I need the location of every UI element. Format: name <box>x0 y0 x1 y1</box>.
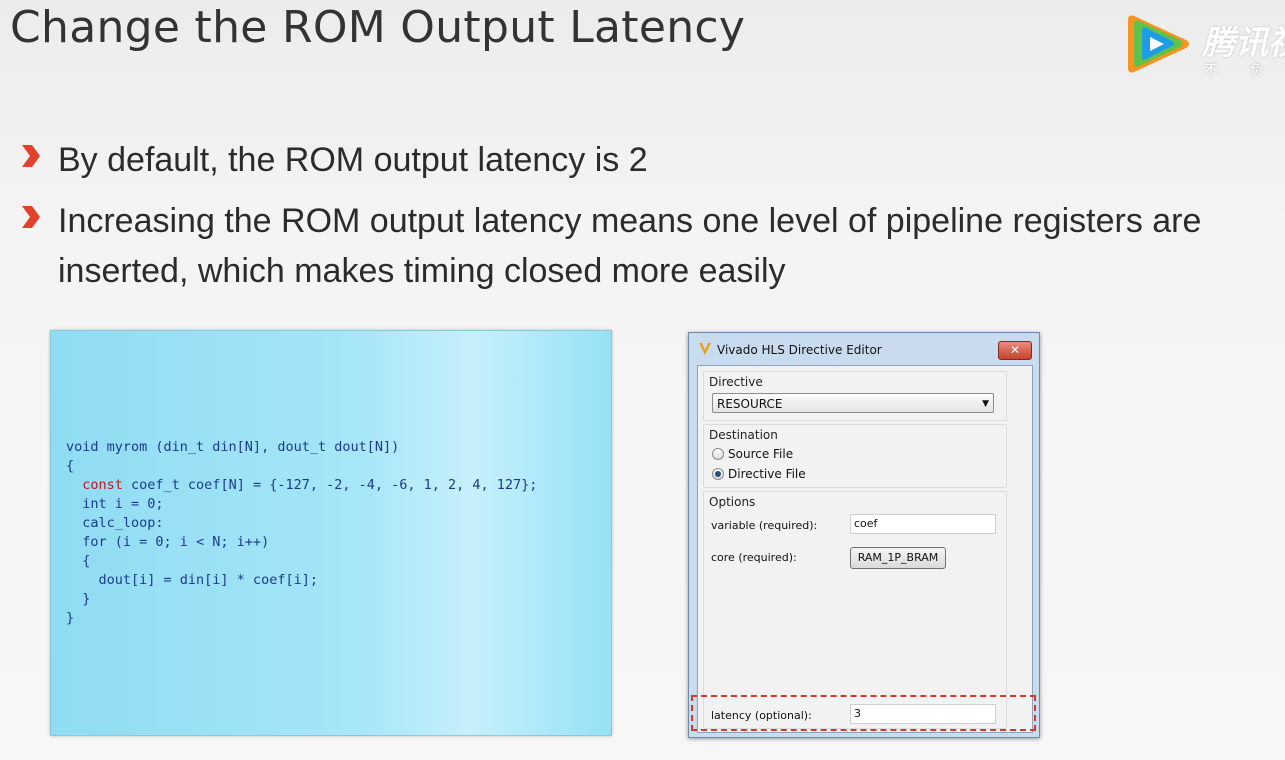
play-icon <box>1128 15 1189 73</box>
code-keyword: const <box>82 477 123 493</box>
core-button[interactable]: RAM_1P_BRAM <box>850 547 946 569</box>
destination-group: Destination Source File Directive File <box>703 424 1007 488</box>
latency-input[interactable]: 3 <box>850 704 996 724</box>
latency-label: latency (optional): <box>711 709 812 722</box>
directive-label: Directive <box>709 375 763 389</box>
bullet-text: Increasing the ROM output latency means … <box>58 202 1202 290</box>
source-file-radio[interactable]: Source File <box>712 447 793 461</box>
directive-file-label: Directive File <box>728 467 806 481</box>
code-line: { <box>66 553 91 569</box>
code-line: } <box>66 591 91 607</box>
code-line: calc_loop: <box>66 515 164 531</box>
code-line: } <box>66 610 75 626</box>
bullet-item: Increasing the ROM output latency means … <box>20 196 1283 296</box>
code-line: for (i = 0; i < N; i++) <box>66 534 270 550</box>
bullet-text: By default, the ROM output latency is 2 <box>58 141 648 179</box>
code-line: const coef_t coef[N] = {-127, -2, -4, -6… <box>82 477 538 493</box>
dialog-title: Vivado HLS Directive Editor <box>717 343 882 357</box>
tencent-video-logo: 腾讯视 不 负 好 <box>1120 10 1285 85</box>
code-line: void myrom (din_t din[N], dout_t dout[N]… <box>66 439 400 455</box>
code-line: { <box>66 458 75 474</box>
code-panel: void myrom (din_t din[N], dout_t dout[N]… <box>50 330 612 736</box>
variable-label: variable (required): <box>711 519 818 532</box>
code-line: int i = 0; <box>66 496 164 512</box>
dialog-titlebar[interactable]: Vivado HLS Directive Editor ✕ <box>689 333 1039 363</box>
directive-editor-dialog: Vivado HLS Directive Editor ✕ Directive … <box>688 332 1040 738</box>
variable-input[interactable]: coef <box>850 514 996 534</box>
directive-group: Directive RESOURCE ▼ <box>703 371 1007 421</box>
core-label: core (required): <box>711 551 797 564</box>
vivado-app-icon <box>699 343 711 355</box>
chevron-right-icon <box>22 206 40 228</box>
logo-tagline: 不 负 好 <box>1204 62 1285 78</box>
slide-title: Change the ROM Output Latency <box>10 2 746 53</box>
logo-text: 腾讯视 <box>1202 24 1285 61</box>
destination-label: Destination <box>709 428 778 442</box>
bullet-item: By default, the ROM output latency is 2 <box>20 135 1283 185</box>
directive-select[interactable]: RESOURCE ▼ <box>712 393 994 413</box>
directive-select-value: RESOURCE <box>717 397 783 411</box>
radio-button[interactable] <box>712 448 724 460</box>
directive-file-radio[interactable]: Directive File <box>712 467 806 481</box>
source-file-label: Source File <box>728 447 794 461</box>
code-line: dout[i] = din[i] * coef[i]; <box>66 572 318 588</box>
chevron-down-icon: ▼ <box>982 399 989 409</box>
close-button[interactable]: ✕ <box>998 341 1032 360</box>
options-label: Options <box>709 495 756 509</box>
dialog-content: Directive RESOURCE ▼ Destination Source … <box>697 365 1033 733</box>
chevron-right-icon <box>22 145 40 167</box>
code-block: void myrom (din_t din[N], dout_t dout[N]… <box>66 438 537 628</box>
radio-button-selected[interactable] <box>712 468 724 480</box>
options-group: Options <box>703 491 1007 729</box>
latency-highlight-box <box>691 695 1036 731</box>
